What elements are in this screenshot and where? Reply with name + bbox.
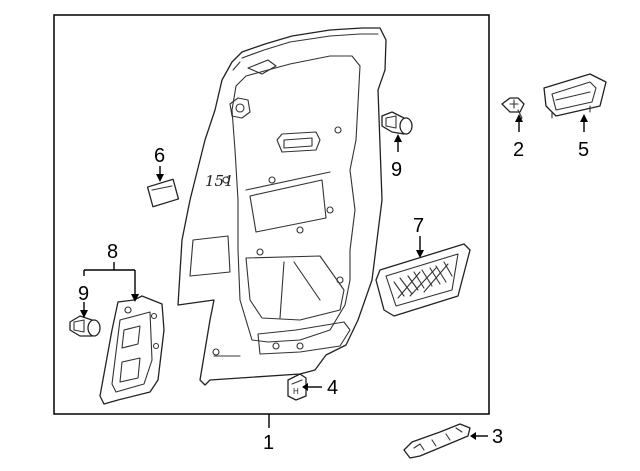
callout-9-upper: 9 xyxy=(391,159,402,181)
door-trim-panel xyxy=(177,27,387,386)
arrowhead-3 xyxy=(470,432,476,440)
callout-6: 6 xyxy=(154,145,165,167)
arrowhead-2 xyxy=(515,114,523,122)
cover-part-6 xyxy=(146,178,180,208)
handwritten-note: 151 xyxy=(205,172,234,190)
clip-letter: H xyxy=(293,387,299,396)
screw-part-2 xyxy=(501,97,525,121)
clip-part-4: H xyxy=(287,373,307,401)
assembly-frame xyxy=(53,14,490,415)
arrowhead-9-upper xyxy=(394,134,402,142)
callout-3: 3 xyxy=(492,426,503,448)
arrowhead-5 xyxy=(580,114,588,122)
arrowhead-7 xyxy=(416,250,424,258)
callout-7: 7 xyxy=(413,215,424,237)
arrowhead-4 xyxy=(302,383,308,391)
arrowhead-6 xyxy=(156,174,164,182)
callout-9-lower: 9 xyxy=(78,283,89,305)
push-clip-9-upper xyxy=(381,111,413,135)
push-clip-9-lower xyxy=(69,315,101,337)
callout-1: 1 xyxy=(263,432,274,454)
bracket-part-3 xyxy=(403,423,471,459)
arrowhead-9-lower xyxy=(80,310,88,318)
arrowhead-8 xyxy=(131,294,139,302)
armrest-pad-7 xyxy=(375,243,471,317)
pull-cup-part-5 xyxy=(543,73,607,119)
callout-4: 4 xyxy=(327,377,338,399)
lower-trim-8 xyxy=(99,295,165,405)
callout-8: 8 xyxy=(107,241,118,263)
callout-2: 2 xyxy=(513,139,524,161)
callout-5: 5 xyxy=(578,139,589,161)
